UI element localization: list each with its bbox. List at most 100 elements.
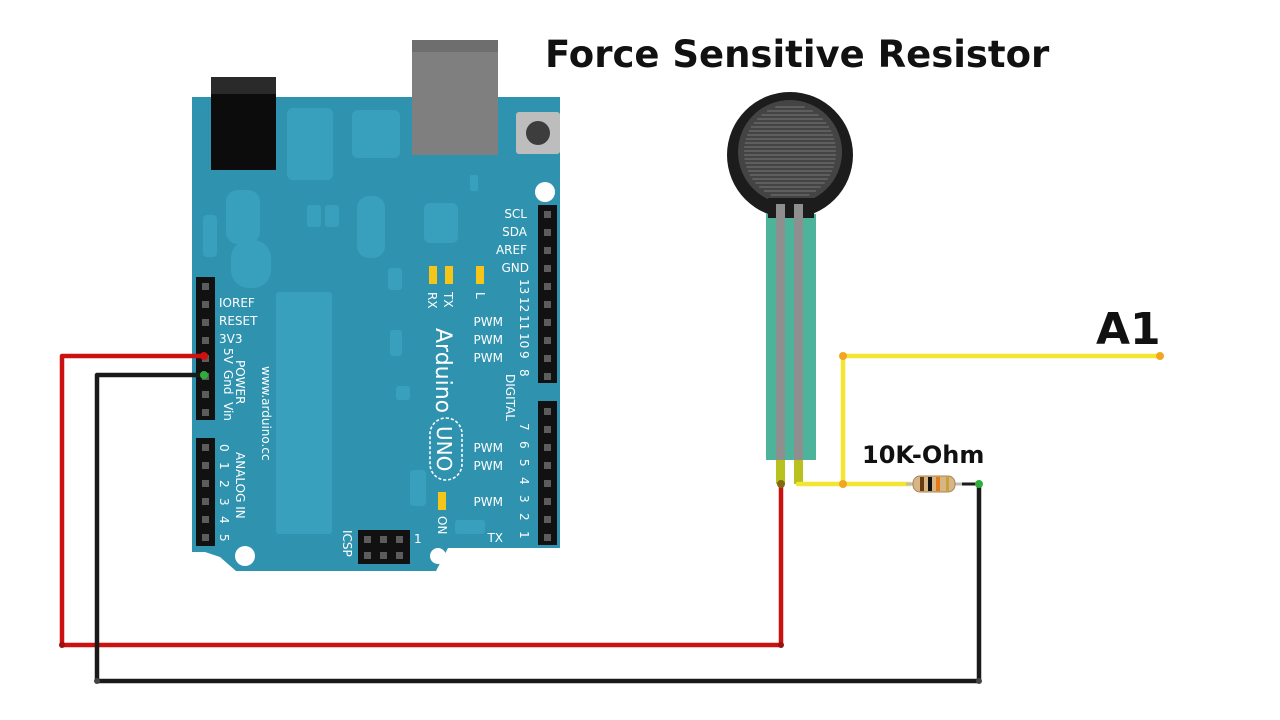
power-header-pin-hole — [202, 319, 209, 326]
digital-pin-number: 4 — [517, 477, 531, 485]
usb-port — [412, 40, 498, 155]
digital-pin-number: 1 — [517, 531, 531, 539]
mount-hole — [535, 182, 555, 202]
digital-header-pin-hole — [544, 498, 551, 505]
digital-header-pin-hole — [544, 337, 551, 344]
led-l-label: L — [473, 292, 487, 299]
mount-hole — [430, 548, 446, 564]
power-header-pin-hole — [202, 337, 209, 344]
power-header-label: POWER — [233, 360, 247, 404]
fsr-sensing-pattern — [744, 106, 836, 196]
icsp-pin — [396, 536, 403, 543]
digital-header-pin-hole — [544, 265, 551, 272]
fsr-tail — [766, 214, 816, 460]
icsp-pin1-label: 1 — [414, 532, 422, 546]
digital-pin-function: TX — [486, 531, 503, 545]
digital-pin-number: 9 — [517, 351, 531, 359]
digital-pin-function: RX — [486, 549, 503, 563]
endpoint-5v-fsr — [777, 480, 785, 488]
led-rx-label: RX — [425, 292, 439, 309]
fsr-pin-left — [776, 460, 785, 484]
digital-header-pin-hole — [544, 355, 551, 362]
header-right-upper — [538, 205, 557, 383]
icsp-pins — [364, 536, 403, 559]
pin-label-3v3: 3V3 — [219, 332, 242, 346]
digital-header-pin-hole — [544, 480, 551, 487]
digital-pin-number: 13 — [517, 279, 531, 294]
icsp-pin — [380, 536, 387, 543]
digital-pin-number: 10 — [517, 333, 531, 348]
analog-header-pin-hole — [202, 462, 209, 469]
icsp-label: ICSP — [340, 530, 354, 557]
analog-pin-number: 5 — [217, 534, 231, 542]
usb-port-shade — [412, 40, 498, 52]
icsp-pin — [364, 536, 371, 543]
digital-pin-number: 0 — [517, 549, 531, 557]
digital-header-pin-hole — [544, 373, 551, 380]
pin-label-ioref: IOREF — [219, 296, 255, 310]
digital-header-pin-hole — [544, 444, 551, 451]
reset-button-cap — [526, 121, 550, 145]
analog-pin-number: 4 — [217, 516, 231, 524]
digital-header-pin-hole — [544, 229, 551, 236]
endpoint-signal-junction — [839, 480, 847, 488]
header-left-analog — [196, 438, 215, 546]
digital-pin-function: PWM — [474, 333, 503, 347]
led-rx — [429, 266, 437, 284]
fsr-lead-right — [794, 214, 803, 460]
digital-header-pin-hole — [544, 283, 551, 290]
icsp-pin — [396, 552, 403, 559]
power-header-pin-hole — [202, 391, 209, 398]
digital-header-pin-hole — [544, 516, 551, 523]
led-on-label: ON — [435, 516, 449, 534]
header-left-power — [196, 277, 215, 420]
resistor-band-2 — [928, 477, 932, 491]
resistor-band-3 — [936, 477, 940, 491]
resistor-band-1 — [920, 477, 924, 491]
endpoint-gnd-corner-left — [94, 678, 100, 684]
power-header-pin-hole — [202, 283, 209, 290]
pin-label-reset: RESET — [219, 314, 258, 328]
digital-header-label: DIGITAL — [503, 374, 517, 421]
board-model: UNO — [432, 426, 456, 471]
board-silkscreen — [203, 108, 485, 534]
right-pin-labels: SCL SDA AREF GND — [496, 207, 529, 275]
analog-pin-number: 2 — [217, 480, 231, 488]
endpoint-5v-corner-right — [778, 642, 784, 648]
digital-pin-number: 7 — [517, 423, 531, 431]
icsp-pin — [364, 552, 371, 559]
fsr-lead-left — [776, 214, 785, 460]
fsr-neck-lead-right — [794, 204, 803, 218]
digital-header-pin-hole — [544, 534, 551, 541]
analog-header-pin-hole — [202, 516, 209, 523]
fsr-neck — [768, 198, 814, 218]
power-jack-top — [211, 77, 276, 94]
analog-header-label: ANALOG IN — [233, 452, 247, 519]
digital-header-pin-hole — [544, 319, 551, 326]
power-header-pin-hole — [202, 301, 209, 308]
pin-label-scl: SCL — [504, 207, 527, 221]
pin-label-gnd: Gnd — [221, 370, 235, 395]
power-pin-labels: IOREF RESET 3V3 — [219, 296, 258, 346]
led-tx — [445, 266, 453, 284]
power-header-pin-hole — [202, 409, 209, 416]
analog-header-pin-hole — [202, 444, 209, 451]
led-l — [476, 266, 484, 284]
digital-pin-function: PWM — [474, 351, 503, 365]
digital-pin-number: 11 — [517, 315, 531, 330]
endpoint-a1 — [1156, 352, 1164, 360]
force-sensitive-resistor — [727, 92, 853, 484]
endpoint-5v-corner-left — [59, 642, 65, 648]
icsp-pin — [380, 552, 387, 559]
analog-pin-a1-label: A1 — [1096, 304, 1161, 355]
digital-header-pin-hole — [544, 462, 551, 469]
analog-header-pin-hole — [202, 480, 209, 487]
pin-label-gnd-top: GND — [501, 261, 529, 275]
digital-header-pin-hole — [544, 211, 551, 218]
fsr-neck-lead-left — [776, 204, 785, 218]
endpoint-gnd-arduino — [200, 371, 208, 379]
led-tx-label: TX — [441, 291, 455, 308]
header-right-lower — [538, 401, 557, 545]
